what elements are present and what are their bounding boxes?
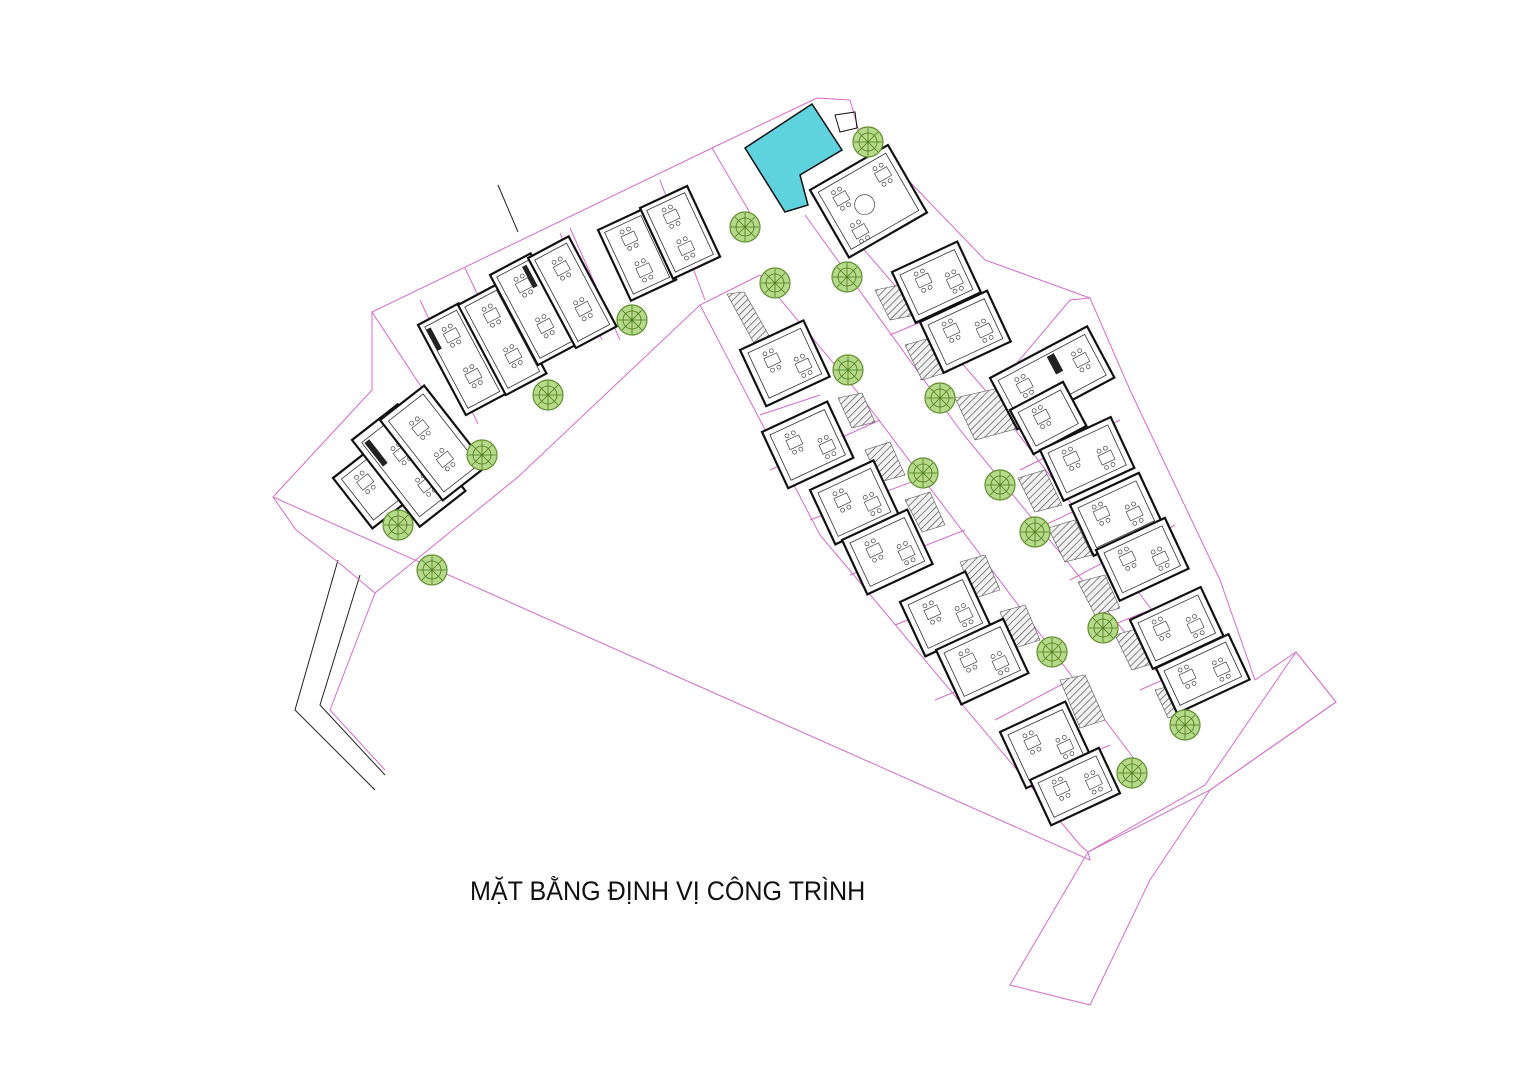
drawing-title: MẶT BẰNG ĐỊNH VỊ CÔNG TRÌNH xyxy=(470,876,866,906)
access-road-lines xyxy=(294,184,519,791)
swimming-pool xyxy=(743,102,858,213)
buildings xyxy=(331,143,1252,827)
parking-strips xyxy=(726,284,1191,729)
